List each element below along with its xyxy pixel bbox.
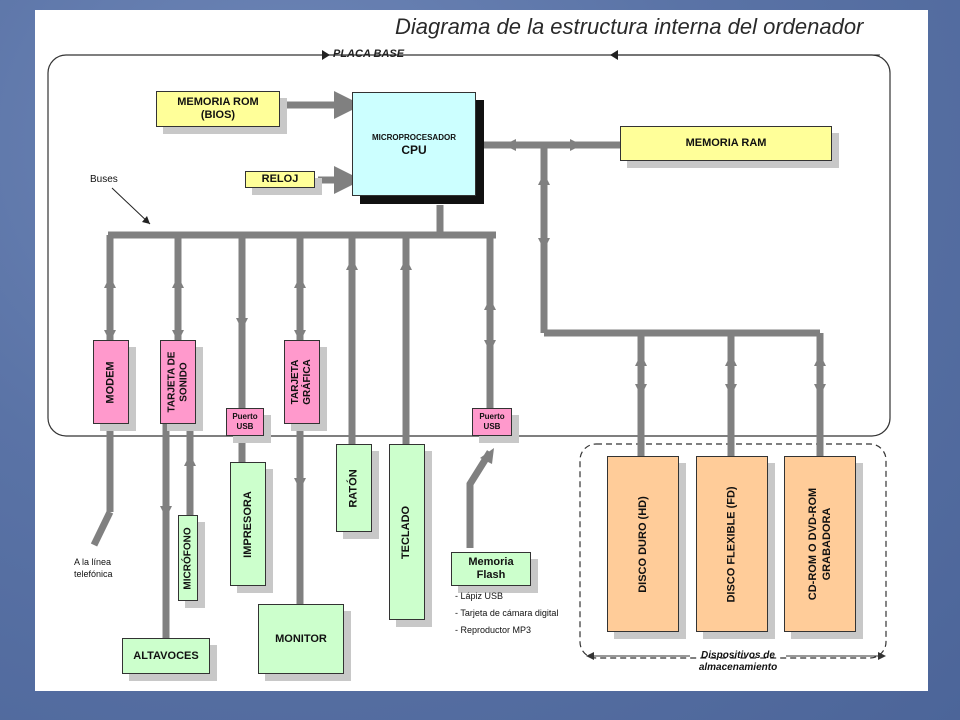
cpu-sub-label: MICROPROCESADOR [371,133,456,142]
altavoces-box: ALTAVOCES [122,638,210,674]
puerto-usb-2-line2: USB [483,422,501,431]
cpu-label: CPU [401,143,427,157]
puerto-usb-1: Puerto USB [226,408,264,436]
reloj-box: RELOJ [245,171,315,188]
cdrom-line1: CD-ROM O DVD-ROM [807,487,819,601]
impresora-label: IMPRESORA [241,490,254,558]
reloj-label: RELOJ [261,173,299,185]
puerto-usb-2: Puerto USB [472,408,512,436]
teclado-box: TECLADO [389,444,425,620]
raton-label: RATÓN [347,468,360,508]
modem-card: MODEM [93,340,129,424]
raton-box: RATÓN [336,444,372,532]
placa-base-label: PLACA BASE [333,48,405,60]
tarjeta-sonido-line1: TARJETA DE [166,351,177,413]
memoria-rom-label: MEMORIA ROM [177,96,259,108]
placa-base-frame [47,54,891,437]
placa-base-arrow-right-head [610,50,618,60]
memoria-rom-box: MEMORIA ROM (BIOS) [156,91,280,127]
dispositivos-line2: almacenamiento [698,662,778,673]
disco-flexible-box: DISCO FLEXIBLE (FD) [696,456,768,632]
modem-label: MODEM [104,360,117,404]
monitor-box: MONITOR [258,604,344,674]
microfono-box: MICRÓFONO [178,515,198,601]
memoria-rom-sub: (BIOS) [200,109,236,121]
linea-telefonica-label: A la línea telefónica [74,556,113,580]
flash-item-usb: - Lápiz USB [455,591,504,601]
monitor-label: MONITOR [275,632,327,645]
tarjeta-grafica-line2: GRÁFICA [302,359,313,405]
dispositivos-line1: Dispositivos de [701,650,775,661]
cdrom-line2: GRABADORA [821,507,833,581]
impresora-box: IMPRESORA [230,462,266,586]
memoria-flash-list: - Lápiz USB - Tarjeta de cámara digital … [455,588,558,639]
linea-telefonica-line2: telefónica [74,569,113,579]
cpu-box: MICROPROCESADOR CPU [352,92,476,196]
puerto-usb-1-line2: USB [236,422,254,431]
disco-duro-box: DISCO DURO (HD) [607,456,679,632]
dispositivos-label: Dispositivos de almacenamiento [690,650,786,674]
memoria-flash-line2: Flash [476,569,506,581]
diagram-title: Diagrama de la estructura interna del or… [395,14,864,39]
buses-label: Buses [90,174,118,185]
flash-item-mp3: - Reproductor MP3 [455,625,532,635]
altavoces-label: ALTAVOCES [133,649,199,662]
flash-item-camara: - Tarjeta de cámara digital [455,608,559,618]
microfono-label: MICRÓFONO [182,526,194,590]
linea-telefonica-line1: A la línea [74,557,112,567]
memoria-ram-label: MEMORIA RAM [685,137,767,149]
storage-frame [579,443,887,659]
memoria-flash-box: Memoria Flash [451,552,531,586]
memoria-ram-box: MEMORIA RAM [620,126,832,161]
disco-duro-label: DISCO DURO (HD) [636,495,649,593]
memoria-flash-line1: Memoria [468,556,514,568]
tarjeta-grafica-line1: TARJETA [290,359,301,405]
placa-base-arrow-left-head [322,50,330,60]
puerto-usb-1-line1: Puerto [232,412,258,421]
tarjeta-sonido-line2: SONIDO [178,362,189,402]
disco-flexible-label: DISCO FLEXIBLE (FD) [725,485,738,603]
teclado-label: TECLADO [400,505,413,559]
puerto-usb-2-line1: Puerto [479,412,505,421]
